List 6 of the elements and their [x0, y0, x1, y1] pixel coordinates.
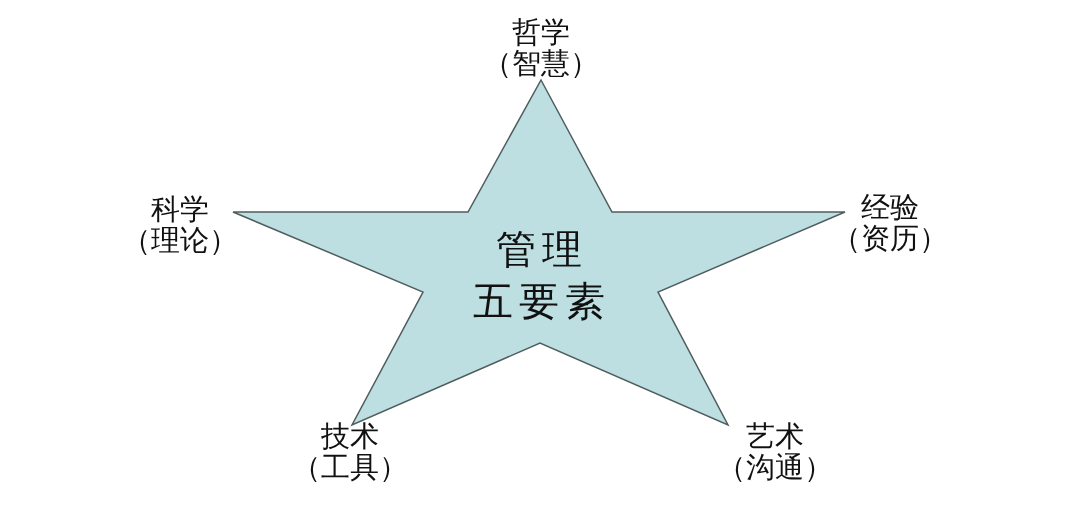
point-label: 艺术（沟通） [717, 421, 833, 483]
point-label: 哲学（智慧） [483, 17, 599, 79]
point-label: 科学（理论） [122, 194, 238, 256]
point-label: 经验（资历） [832, 192, 948, 254]
point-label: 技术（工具） [292, 421, 408, 483]
star-label: 管理五要素 [473, 226, 611, 326]
